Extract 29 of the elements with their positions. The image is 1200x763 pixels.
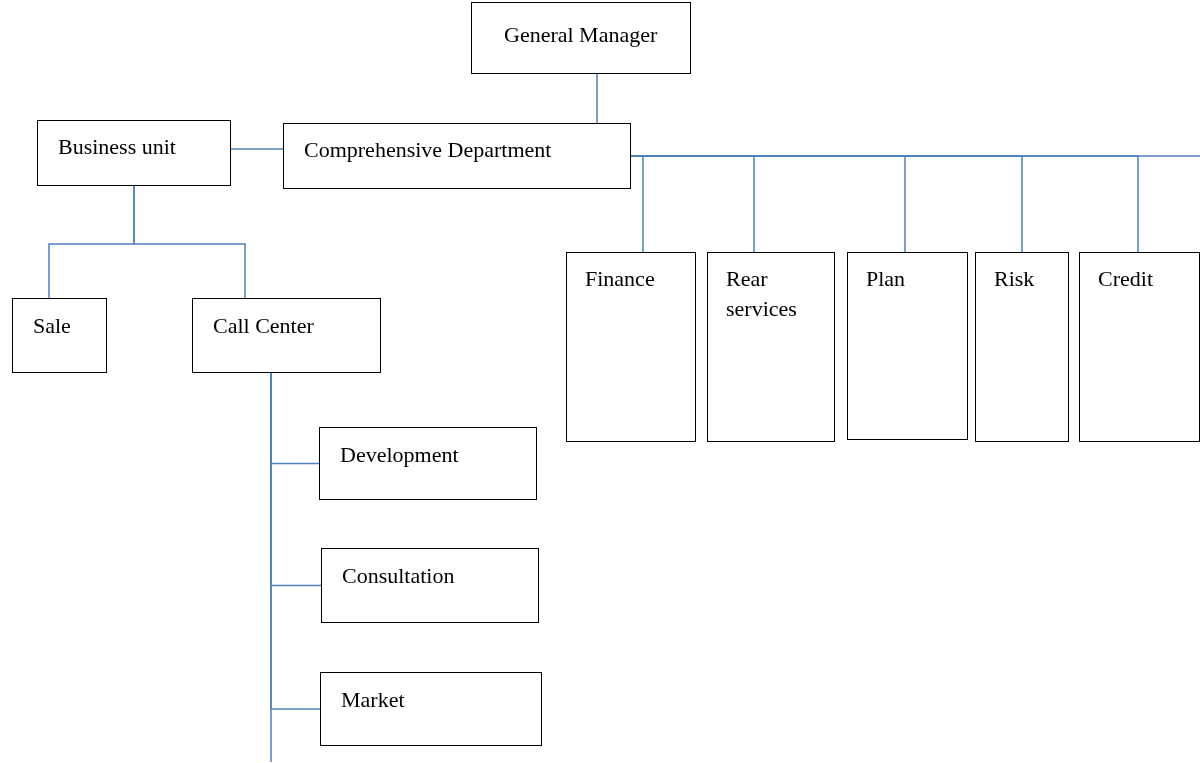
node-label: General Manager	[504, 21, 658, 49]
org-box	[707, 252, 835, 442]
org-box	[975, 252, 1069, 442]
org-box	[283, 123, 631, 189]
node-label: Comprehensive Department	[304, 136, 552, 164]
node-label: Sale	[33, 312, 71, 340]
connector-line	[133, 185, 246, 299]
org-box	[37, 120, 231, 186]
org-box	[847, 252, 968, 440]
node-label: Business unit	[58, 133, 176, 161]
org-box	[192, 298, 381, 373]
org-box	[321, 548, 539, 623]
org-box	[319, 427, 537, 500]
connector-line	[230, 148, 284, 150]
node-label: Market	[341, 686, 405, 714]
node-label: Plan	[866, 265, 906, 293]
node-label: Rear services	[726, 265, 798, 323]
node-label: Risk	[994, 265, 1035, 293]
node-label: Credit	[1098, 265, 1153, 293]
node-label: Finance	[585, 265, 655, 293]
org-box	[471, 2, 691, 74]
connector-line	[596, 73, 598, 124]
node-label: Consultation	[342, 562, 455, 590]
org-box	[566, 252, 696, 442]
node-label: Development	[340, 441, 459, 469]
node-label: Call Center	[213, 312, 314, 340]
org-box	[12, 298, 107, 373]
org-box	[320, 672, 542, 746]
org-box	[1079, 252, 1200, 442]
